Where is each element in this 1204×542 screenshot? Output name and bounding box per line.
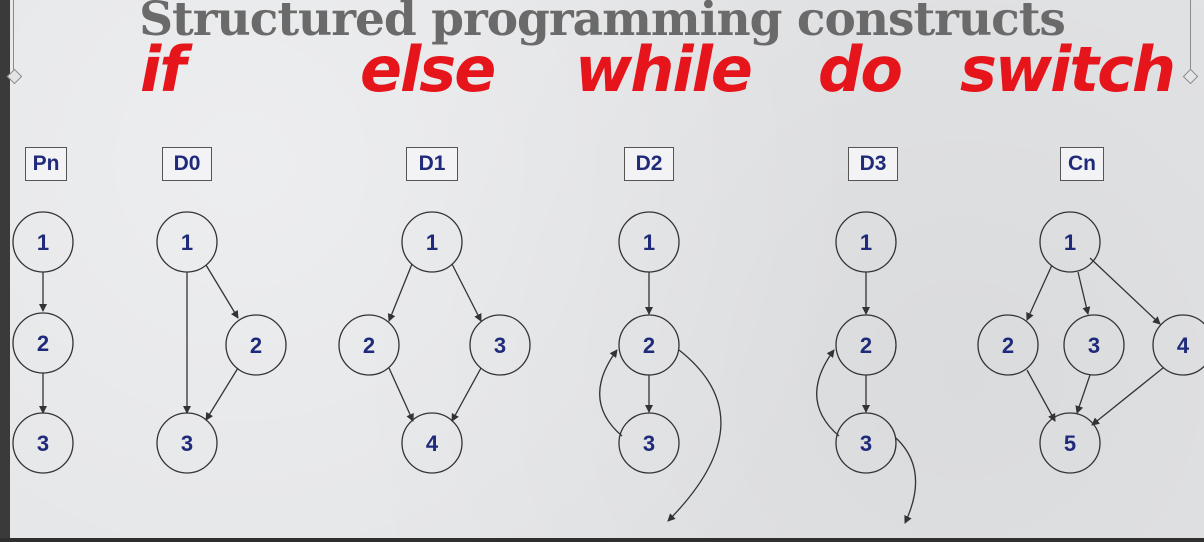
graph-label-d0: D0	[162, 147, 212, 181]
graph-d1	[338, 211, 531, 474]
edge	[205, 367, 239, 421]
graph-node	[156, 211, 218, 273]
node-label: 1	[1064, 230, 1076, 255]
edge	[1075, 374, 1091, 414]
graph-node	[225, 314, 287, 376]
graph-label-d2: D2	[624, 147, 674, 181]
graph-node	[12, 412, 74, 474]
edge	[1091, 367, 1164, 426]
graph-cn	[977, 211, 1204, 474]
edge	[205, 264, 239, 319]
graph-node	[156, 412, 218, 474]
node-label: 1	[860, 230, 872, 255]
exit-edge	[667, 349, 722, 522]
graph-node	[1152, 314, 1204, 376]
graph-node	[618, 211, 680, 273]
edge	[1089, 257, 1161, 325]
graph-pn	[12, 211, 74, 474]
edge	[388, 367, 414, 422]
graph-node	[835, 211, 897, 273]
edge	[1026, 264, 1053, 321]
graph-node	[1063, 314, 1125, 376]
handwritten-if: if	[140, 33, 186, 106]
node-label: 2	[643, 333, 655, 358]
graph-node	[469, 314, 531, 376]
graph-d3	[816, 211, 917, 524]
graph-node	[618, 412, 680, 474]
handwritten-switch: switch	[960, 33, 1176, 106]
node-label: 2	[860, 333, 872, 358]
edge	[1026, 369, 1056, 422]
handwritten-while: while	[575, 33, 753, 106]
graph-node	[835, 412, 897, 474]
edge	[1077, 271, 1091, 315]
right-guide-line	[1190, 0, 1191, 75]
graph-d0	[156, 211, 287, 474]
graph-node	[835, 314, 897, 376]
node-label: 2	[250, 333, 262, 358]
edge	[451, 367, 482, 422]
node-label: 3	[643, 431, 655, 456]
left-guide-line	[13, 0, 14, 75]
graph-node	[618, 314, 680, 376]
node-label: 3	[494, 333, 506, 358]
loop-back-edge	[816, 349, 840, 437]
graph-label-d1: D1	[406, 147, 458, 181]
exit-edge	[895, 437, 917, 524]
edge	[387, 263, 413, 322]
slide-title: Structured programming constructs	[139, 0, 1066, 47]
node-label: 1	[37, 230, 49, 255]
graph-node	[401, 412, 463, 474]
node-label: 4	[1177, 333, 1190, 358]
node-label: 2	[363, 333, 375, 358]
graph-node	[1039, 211, 1101, 273]
node-label: 3	[181, 431, 193, 456]
node-label: 5	[1064, 431, 1076, 456]
node-label: 1	[181, 230, 193, 255]
node-label: 1	[426, 230, 438, 255]
graph-node	[401, 211, 463, 273]
graph-node	[977, 314, 1039, 376]
node-label: 3	[860, 431, 872, 456]
handwritten-else: else	[360, 33, 496, 106]
node-label: 3	[37, 431, 49, 456]
graph-node	[12, 211, 74, 273]
node-label: 2	[37, 331, 49, 356]
graph-node	[12, 312, 74, 374]
graph-label-cn: Cn	[1060, 147, 1104, 181]
node-label: 3	[1088, 333, 1100, 358]
node-label: 4	[426, 431, 439, 456]
edge	[451, 263, 482, 322]
handwritten-do: do	[818, 33, 903, 106]
graph-label-pn: Pn	[25, 147, 67, 181]
graph-node	[1039, 412, 1101, 474]
window-left-edge	[0, 0, 10, 542]
node-label: 1	[643, 230, 655, 255]
node-label: 2	[1002, 333, 1014, 358]
window-bottom-edge	[0, 538, 1204, 542]
loop-back-edge	[599, 349, 623, 437]
graph-label-d3: D3	[848, 147, 898, 181]
graph-d2	[599, 211, 722, 522]
graph-node	[338, 314, 400, 376]
